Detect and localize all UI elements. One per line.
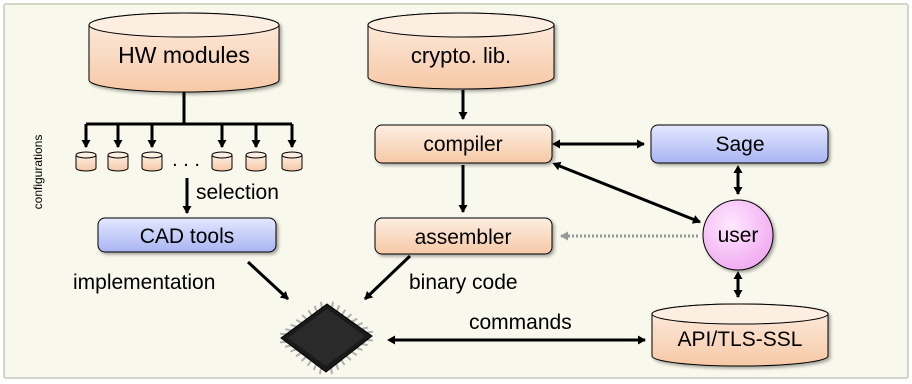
chip-pin: [312, 364, 317, 371]
chip-pin: [300, 356, 307, 362]
chip-pin: [285, 328, 292, 332]
chip-pin: [306, 360, 312, 367]
chip-pin: [284, 344, 292, 348]
configuration-tree: [81, 92, 297, 148]
microchip-icon: [279, 301, 374, 375]
chip-pin: [345, 355, 352, 361]
assembler-box: [374, 217, 553, 255]
hw-modules-label: HW modules: [118, 42, 250, 68]
connectors: [246, 139, 743, 345]
diagram-background: [3, 3, 909, 379]
configuration-cylinders: [75, 151, 303, 172]
chip-pin: [301, 314, 308, 320]
chip-pin: [356, 347, 363, 351]
database-cylinder-icon: [211, 151, 233, 172]
database-cylinder-icon: [107, 151, 129, 172]
crypto-lib-label: crypto. lib.: [411, 43, 511, 68]
chip-pin: [295, 352, 302, 358]
chip-pin: [307, 309, 313, 316]
database-cylinder-icon: [281, 151, 303, 172]
chip-pin: [361, 326, 369, 330]
chip-pin: [341, 309, 347, 316]
chip-pin: [361, 343, 368, 347]
cad-tools-label: CAD tools: [140, 225, 235, 248]
chip-pin: [351, 351, 358, 356]
chip-pin: [356, 322, 363, 327]
chip-pin: [295, 319, 302, 324]
commands-label: commands: [469, 311, 572, 334]
selection-label: selection: [196, 181, 279, 204]
chip-pin: [313, 305, 318, 312]
ellipsis-label: . . .: [172, 149, 200, 171]
chip-pin: [335, 363, 340, 370]
api-label: API/TLS-SSL: [678, 328, 803, 351]
assembler-label: assembler: [415, 226, 512, 249]
assembler-to-chip-arrow: [363, 254, 412, 301]
chip-pin: [366, 330, 374, 334]
hw-modules-cylinder: [88, 12, 280, 93]
implementation-label: implementation: [73, 271, 215, 294]
database-cylinder-icon: [75, 151, 97, 172]
compiler-label: compiler: [423, 133, 502, 156]
binary-code-label: binary code: [409, 271, 518, 294]
chip-pin: [290, 323, 297, 328]
chip-pin: [331, 301, 335, 308]
chip-pin: [318, 368, 322, 375]
compiler-user-arrow: [552, 161, 701, 224]
chip-pin: [279, 340, 287, 344]
crypto-lib-cylinder: [367, 12, 555, 90]
user-circle: [702, 199, 774, 271]
sage-label: Sage: [715, 133, 764, 156]
api-cylinder: [651, 303, 829, 367]
chip-pin: [330, 367, 333, 375]
sage-box: [650, 124, 829, 164]
chip-pin: [336, 305, 341, 312]
database-cylinder-icon: [141, 151, 163, 172]
chip-pin: [346, 313, 353, 319]
chip-pin: [290, 348, 297, 353]
user-label: user: [718, 224, 759, 247]
database-cylinder-icon: [245, 151, 267, 172]
chip-pin: [319, 301, 323, 308]
cad-tools-box: [97, 217, 277, 253]
chip-pin: [340, 359, 346, 366]
cad-to-chip-arrow: [246, 260, 290, 301]
configurations-label: configurations: [31, 135, 45, 210]
chip-pin: [351, 317, 358, 323]
